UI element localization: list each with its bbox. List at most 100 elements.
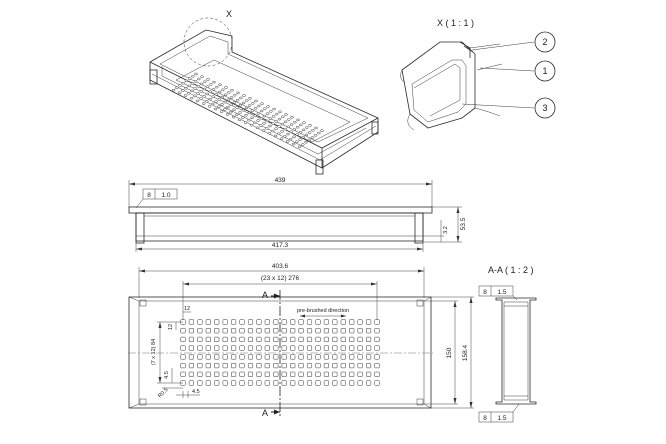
iso-perforation-hole — [254, 99, 258, 103]
perforation-hole — [188, 328, 194, 334]
perforation-hole — [231, 328, 237, 334]
iso-perforation-hole — [184, 79, 189, 83]
finish-callout-section-bottom: 8 1.5 — [478, 403, 520, 423]
iso-perforation-hole — [208, 90, 213, 93]
perforation-hole — [273, 345, 279, 351]
iso-perforation-hole — [214, 93, 219, 96]
iso-perforation-hole — [239, 96, 243, 100]
perforation-hole — [231, 354, 237, 360]
perforation-hole — [256, 328, 262, 334]
iso-perforation-hole — [307, 138, 311, 142]
perforation-hole — [374, 363, 380, 369]
perforation-hole — [357, 354, 363, 360]
perforation-hole — [357, 345, 363, 351]
iso-perforation-hole — [196, 85, 201, 88]
iso-perforation-hole — [250, 116, 254, 120]
iso-perforation-hole — [301, 135, 305, 139]
perforation-hole — [357, 380, 363, 386]
iso-perforation-hole — [199, 82, 204, 86]
perforation-hole — [256, 336, 262, 342]
perforation-hole — [247, 371, 254, 377]
iso-perforation-hole — [289, 123, 294, 126]
perforation-hole — [273, 319, 279, 325]
perforation-hole — [298, 380, 304, 386]
perforation-hole — [315, 345, 321, 351]
perforation-hole — [197, 345, 203, 351]
iso-perforation-hole — [181, 81, 185, 85]
perforation-hole — [290, 363, 296, 369]
iso-perforation-hole — [253, 121, 257, 125]
balloon-2 — [534, 31, 556, 53]
perforation-hole — [214, 336, 220, 342]
perforation-hole — [180, 345, 186, 351]
iso-perforation-hole — [320, 129, 324, 132]
iso-perforation-hole — [268, 124, 272, 128]
iso-perforation-hole — [256, 112, 261, 115]
iso-perforation-hole — [289, 130, 293, 134]
isometric-tray-view: X — [149, 9, 379, 175]
perforation-hole — [205, 354, 211, 360]
iso-perforation-hole — [237, 118, 242, 122]
perforation-hole — [222, 354, 228, 360]
perforation-hole — [197, 371, 203, 377]
iso-perforation-hole — [313, 134, 318, 137]
perforation-hole — [315, 363, 321, 369]
iso-perforation-hole — [284, 113, 288, 116]
iso-perforation-hole — [195, 99, 200, 103]
perforation-hole — [298, 363, 304, 369]
perforation-hole — [349, 354, 355, 360]
perforation-hole — [273, 336, 279, 342]
perforation-hole — [231, 363, 237, 369]
perforation-hole — [340, 336, 346, 342]
iso-perforation-hole — [265, 127, 269, 130]
section-marker-top: A — [262, 290, 268, 300]
perforation-hole — [306, 328, 313, 334]
perforation-hole — [349, 371, 355, 377]
perforation-hole — [315, 354, 321, 360]
perforation-hole — [366, 380, 372, 386]
perforation-hole — [188, 371, 194, 377]
iso-perforation-hole — [213, 107, 218, 111]
iso-perforation-hole — [208, 97, 212, 101]
perforation-hole — [357, 371, 363, 377]
iso-perforation-hole — [241, 108, 245, 112]
iso-perforation-hole — [297, 145, 302, 149]
iso-perforation-hole — [280, 130, 284, 133]
perforation-hole — [298, 336, 304, 342]
section-a-a-title: A-A ( 1 : 2 ) — [488, 265, 534, 275]
iso-perforation-hole — [281, 115, 285, 119]
iso-perforation-hole — [244, 106, 249, 110]
perforation-hole — [290, 319, 296, 325]
perforation-hole — [180, 363, 186, 369]
iso-perforation-hole — [202, 95, 206, 98]
perforation-hole — [290, 371, 296, 377]
iso-perforation-hole — [200, 75, 204, 78]
perforation-hole — [366, 336, 372, 342]
perforation-hole — [205, 328, 211, 334]
iso-perforation-hole — [202, 87, 207, 91]
iso-perforation-hole — [247, 118, 251, 122]
balloon-3 — [534, 97, 556, 119]
iso-perforation-hole — [305, 126, 309, 129]
iso-perforation-hole — [225, 113, 230, 116]
perforation-hole — [323, 380, 329, 386]
balloon-2-number: 2 — [542, 37, 547, 47]
iso-perforation-hole — [232, 108, 236, 112]
iso-perforation-hole — [277, 117, 282, 121]
perforation-hole — [349, 363, 355, 369]
iso-perforation-hole — [271, 129, 275, 133]
iso-perforation-hole — [279, 137, 284, 140]
perforation-hole — [231, 380, 237, 386]
iso-perforation-hole — [285, 140, 290, 143]
iso-perforation-hole — [292, 135, 296, 139]
iso-perforation-hole — [205, 85, 210, 88]
perforation-hole — [323, 354, 329, 360]
iso-perforation-hole — [233, 93, 237, 97]
perforation-hole — [222, 363, 228, 369]
iso-perforation-hole — [236, 91, 240, 95]
perforation-hole — [222, 345, 228, 351]
perforation-hole — [374, 345, 380, 351]
perforation-hole — [239, 328, 245, 334]
iso-perforation-hole — [314, 126, 318, 130]
perforation-hole — [188, 319, 194, 325]
